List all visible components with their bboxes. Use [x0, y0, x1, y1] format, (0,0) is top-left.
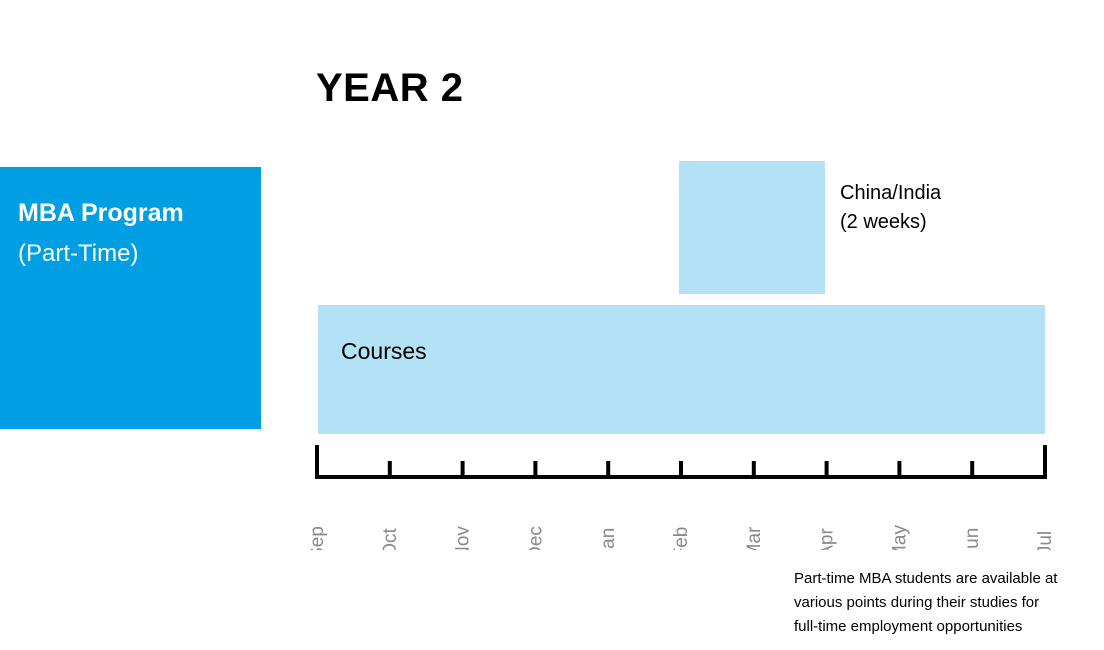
month-label-apr: Apr: [817, 528, 838, 550]
month-label-jan: Jan: [598, 528, 619, 550]
availability-note: Part-time MBA students are available at …: [794, 567, 1057, 639]
program-subtitle: (Part-Time): [18, 240, 139, 267]
month-label-jul: Jul: [1035, 531, 1056, 550]
month-label-mar: Mar: [744, 526, 765, 550]
note-line2: various points during their studies for: [794, 594, 1040, 611]
note-line3: full-time employment opportunities: [794, 618, 1023, 635]
month-label-feb: Feb: [671, 527, 692, 550]
month-label-nov: Nov: [453, 526, 474, 550]
page-title: YEAR 2: [316, 66, 464, 110]
china-india-label-line2: (2 weeks): [840, 211, 927, 233]
china-india-bar: [679, 161, 825, 294]
courses-bar: Courses: [318, 305, 1045, 434]
program-box: MBA Program (Part-Time): [0, 167, 261, 429]
china-india-label: China/India (2 weeks): [840, 179, 941, 237]
courses-label: Courses: [341, 338, 427, 364]
month-label-may: May: [889, 525, 910, 550]
month-timeline: Sep Oct Nov Dec Jan Feb Mar Apr May Jun Jul: [307, 445, 1056, 550]
program-name: MBA Program: [18, 199, 184, 227]
month-label-jun: Jun: [962, 528, 983, 550]
china-india-label-line1: China/India: [840, 182, 942, 204]
month-label-dec: Dec: [525, 526, 546, 550]
note-line1: Part-time MBA students are available at: [794, 570, 1058, 587]
month-label-sep: Sep: [307, 526, 328, 550]
month-label-oct: Oct: [380, 528, 401, 550]
